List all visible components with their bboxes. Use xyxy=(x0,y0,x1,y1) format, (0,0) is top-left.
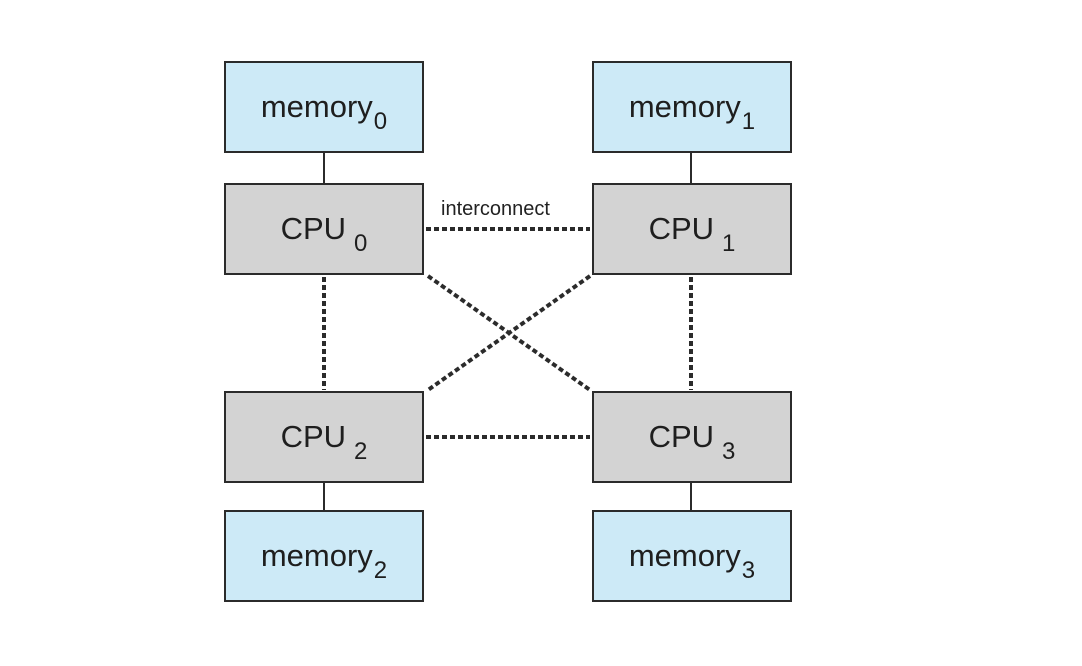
cpu-0-label: CPU 0 xyxy=(280,211,368,257)
memory-0-box: memory0 xyxy=(224,61,424,153)
memory-2-label: memory2 xyxy=(260,538,387,584)
memory-0-subscript: 0 xyxy=(373,108,388,135)
cpu-1-box: CPU 1 xyxy=(592,183,792,275)
memory-1-subscript: 1 xyxy=(741,108,756,135)
memory-3-subscript: 3 xyxy=(741,557,756,584)
memory-3-name: memory xyxy=(628,538,741,573)
cpu-3-name: CPU xyxy=(648,419,715,454)
cpu-3-subscript: 3 xyxy=(722,438,736,465)
cpu-2-name: CPU xyxy=(280,419,347,454)
memory-1-box: memory1 xyxy=(592,61,792,153)
cpu-1-subscript: 1 xyxy=(722,230,736,257)
cpu-0-name: CPU xyxy=(280,211,347,246)
cpu-1-label: CPU 1 xyxy=(648,211,736,257)
cpu-0-box: CPU 0 xyxy=(224,183,424,275)
memory-2-name: memory xyxy=(260,538,373,573)
cpu-2-box: CPU 2 xyxy=(224,391,424,483)
memory-1-label: memory1 xyxy=(628,89,755,135)
cpu-0-subscript: 0 xyxy=(354,230,368,257)
cpu-3-label: CPU 3 xyxy=(648,419,736,465)
cpu-2-label: CPU 2 xyxy=(280,419,368,465)
memory-0-label: memory0 xyxy=(260,89,387,135)
interconnect-label: interconnect xyxy=(441,198,550,220)
memory-3-box: memory3 xyxy=(592,510,792,602)
interconnect-cpu1-cpu2 xyxy=(426,274,592,392)
memory-2-subscript: 2 xyxy=(373,557,388,584)
cpu-3-box: CPU 3 xyxy=(592,391,792,483)
memory-2-box: memory2 xyxy=(224,510,424,602)
memory-3-label: memory3 xyxy=(628,538,755,584)
cpu-1-name: CPU xyxy=(648,211,715,246)
memory-1-name: memory xyxy=(628,89,741,124)
memory-0-name: memory xyxy=(260,89,373,124)
cpu-2-subscript: 2 xyxy=(354,438,368,465)
